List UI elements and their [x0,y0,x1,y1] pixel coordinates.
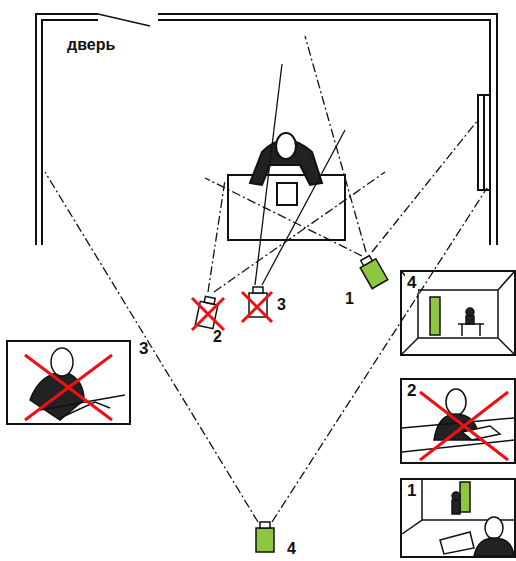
desk-person [228,133,345,240]
door-label: дверь [66,36,116,54]
inset-scene [25,348,125,420]
inset-scene [402,272,514,354]
view-number: 4 [405,274,418,293]
inset-frame: 4 [400,270,516,356]
cross [192,292,272,330]
inset-scene [402,480,514,556]
inset-scene [402,389,514,460]
view-number: 3 [137,340,150,359]
inset-frame: 2 [400,378,516,464]
view-number: 2 [405,382,418,401]
camera-number: 4 [286,540,297,558]
camera-number: 1 [344,290,355,308]
camera-1 [357,254,388,289]
camera-4 [256,522,274,552]
camera-number: 3 [276,296,287,314]
view-number: 1 [405,482,418,501]
view-line [45,36,487,522]
wall [36,14,497,245]
inset-frame: 1 [400,478,516,558]
camera-number: 2 [212,328,223,346]
inset-frame: 3 [6,340,131,425]
